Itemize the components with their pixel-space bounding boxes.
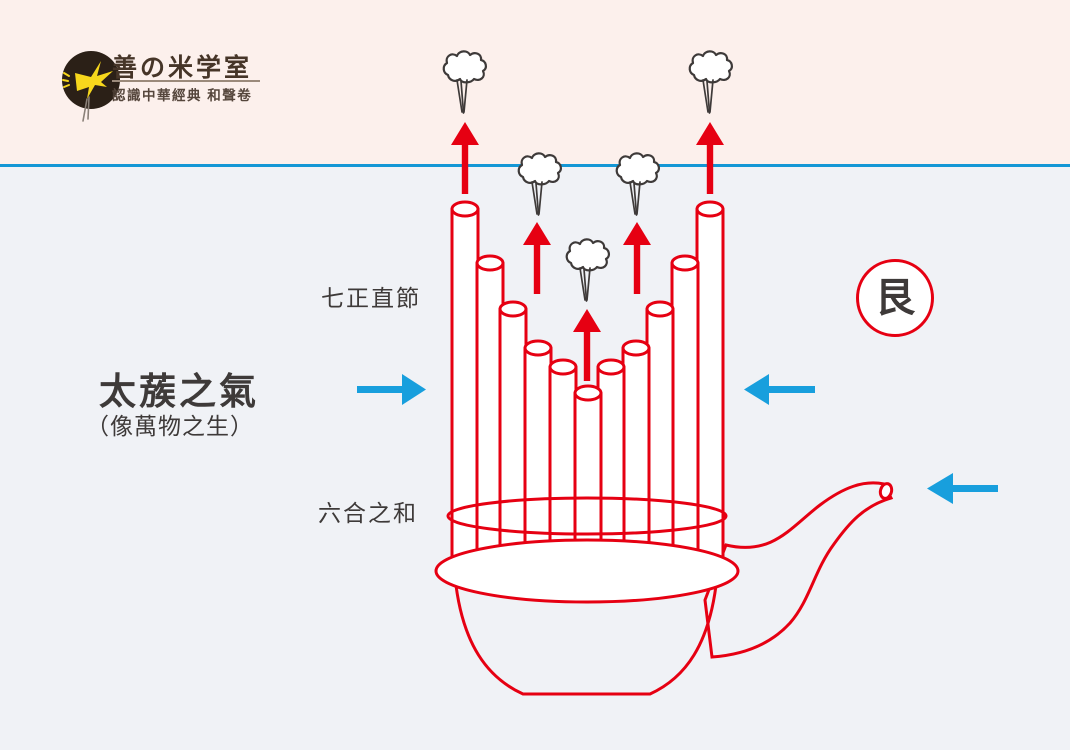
band-label: 六合之和 (318, 500, 418, 526)
qi-subtitle: （像萬物之生） (86, 413, 254, 439)
blue-airflow-arrow-icon (357, 374, 426, 405)
logo-divider (112, 80, 260, 82)
qi-title: 太蔟之氣 (99, 371, 259, 412)
red-up-arrow-icon (451, 122, 479, 194)
steam-puff-icon (688, 50, 733, 115)
pipe-8 (621, 339, 651, 560)
blue-airflow-arrow-icon (744, 374, 815, 405)
steam-puff-icon (442, 50, 487, 115)
mouthpiece-tube (703, 481, 894, 659)
logo-subtitle: 認識中華經典 和聲卷 (112, 88, 253, 103)
steam-puff-icon (565, 238, 610, 303)
pipe-6 (573, 384, 603, 560)
pipe-9 (645, 300, 675, 560)
steam-puff-icon (517, 152, 562, 217)
pipe-4 (523, 339, 553, 560)
base-flange (434, 538, 740, 604)
pipe-3 (498, 300, 528, 560)
red-up-arrow-icon (523, 222, 551, 294)
red-up-arrow-icon (623, 222, 651, 294)
binding-band (446, 496, 728, 536)
logo-title: 善の米学室 (112, 55, 253, 82)
mouthpiece-opening (878, 482, 894, 500)
swallow-bird-icon (62, 51, 120, 122)
sky-background (0, 0, 1070, 166)
pipe-1 (450, 200, 480, 560)
blue-airflow-arrow-icon (927, 473, 998, 504)
pipes-label: 七正直節 (321, 285, 421, 311)
pipe-10 (670, 254, 700, 560)
steam-puff-icon (615, 152, 660, 217)
pipe-5 (548, 358, 578, 560)
trigram-character: 艮 (875, 276, 915, 320)
trigram-badge: 艮 (856, 259, 934, 337)
red-up-arrow-icon (696, 122, 724, 194)
